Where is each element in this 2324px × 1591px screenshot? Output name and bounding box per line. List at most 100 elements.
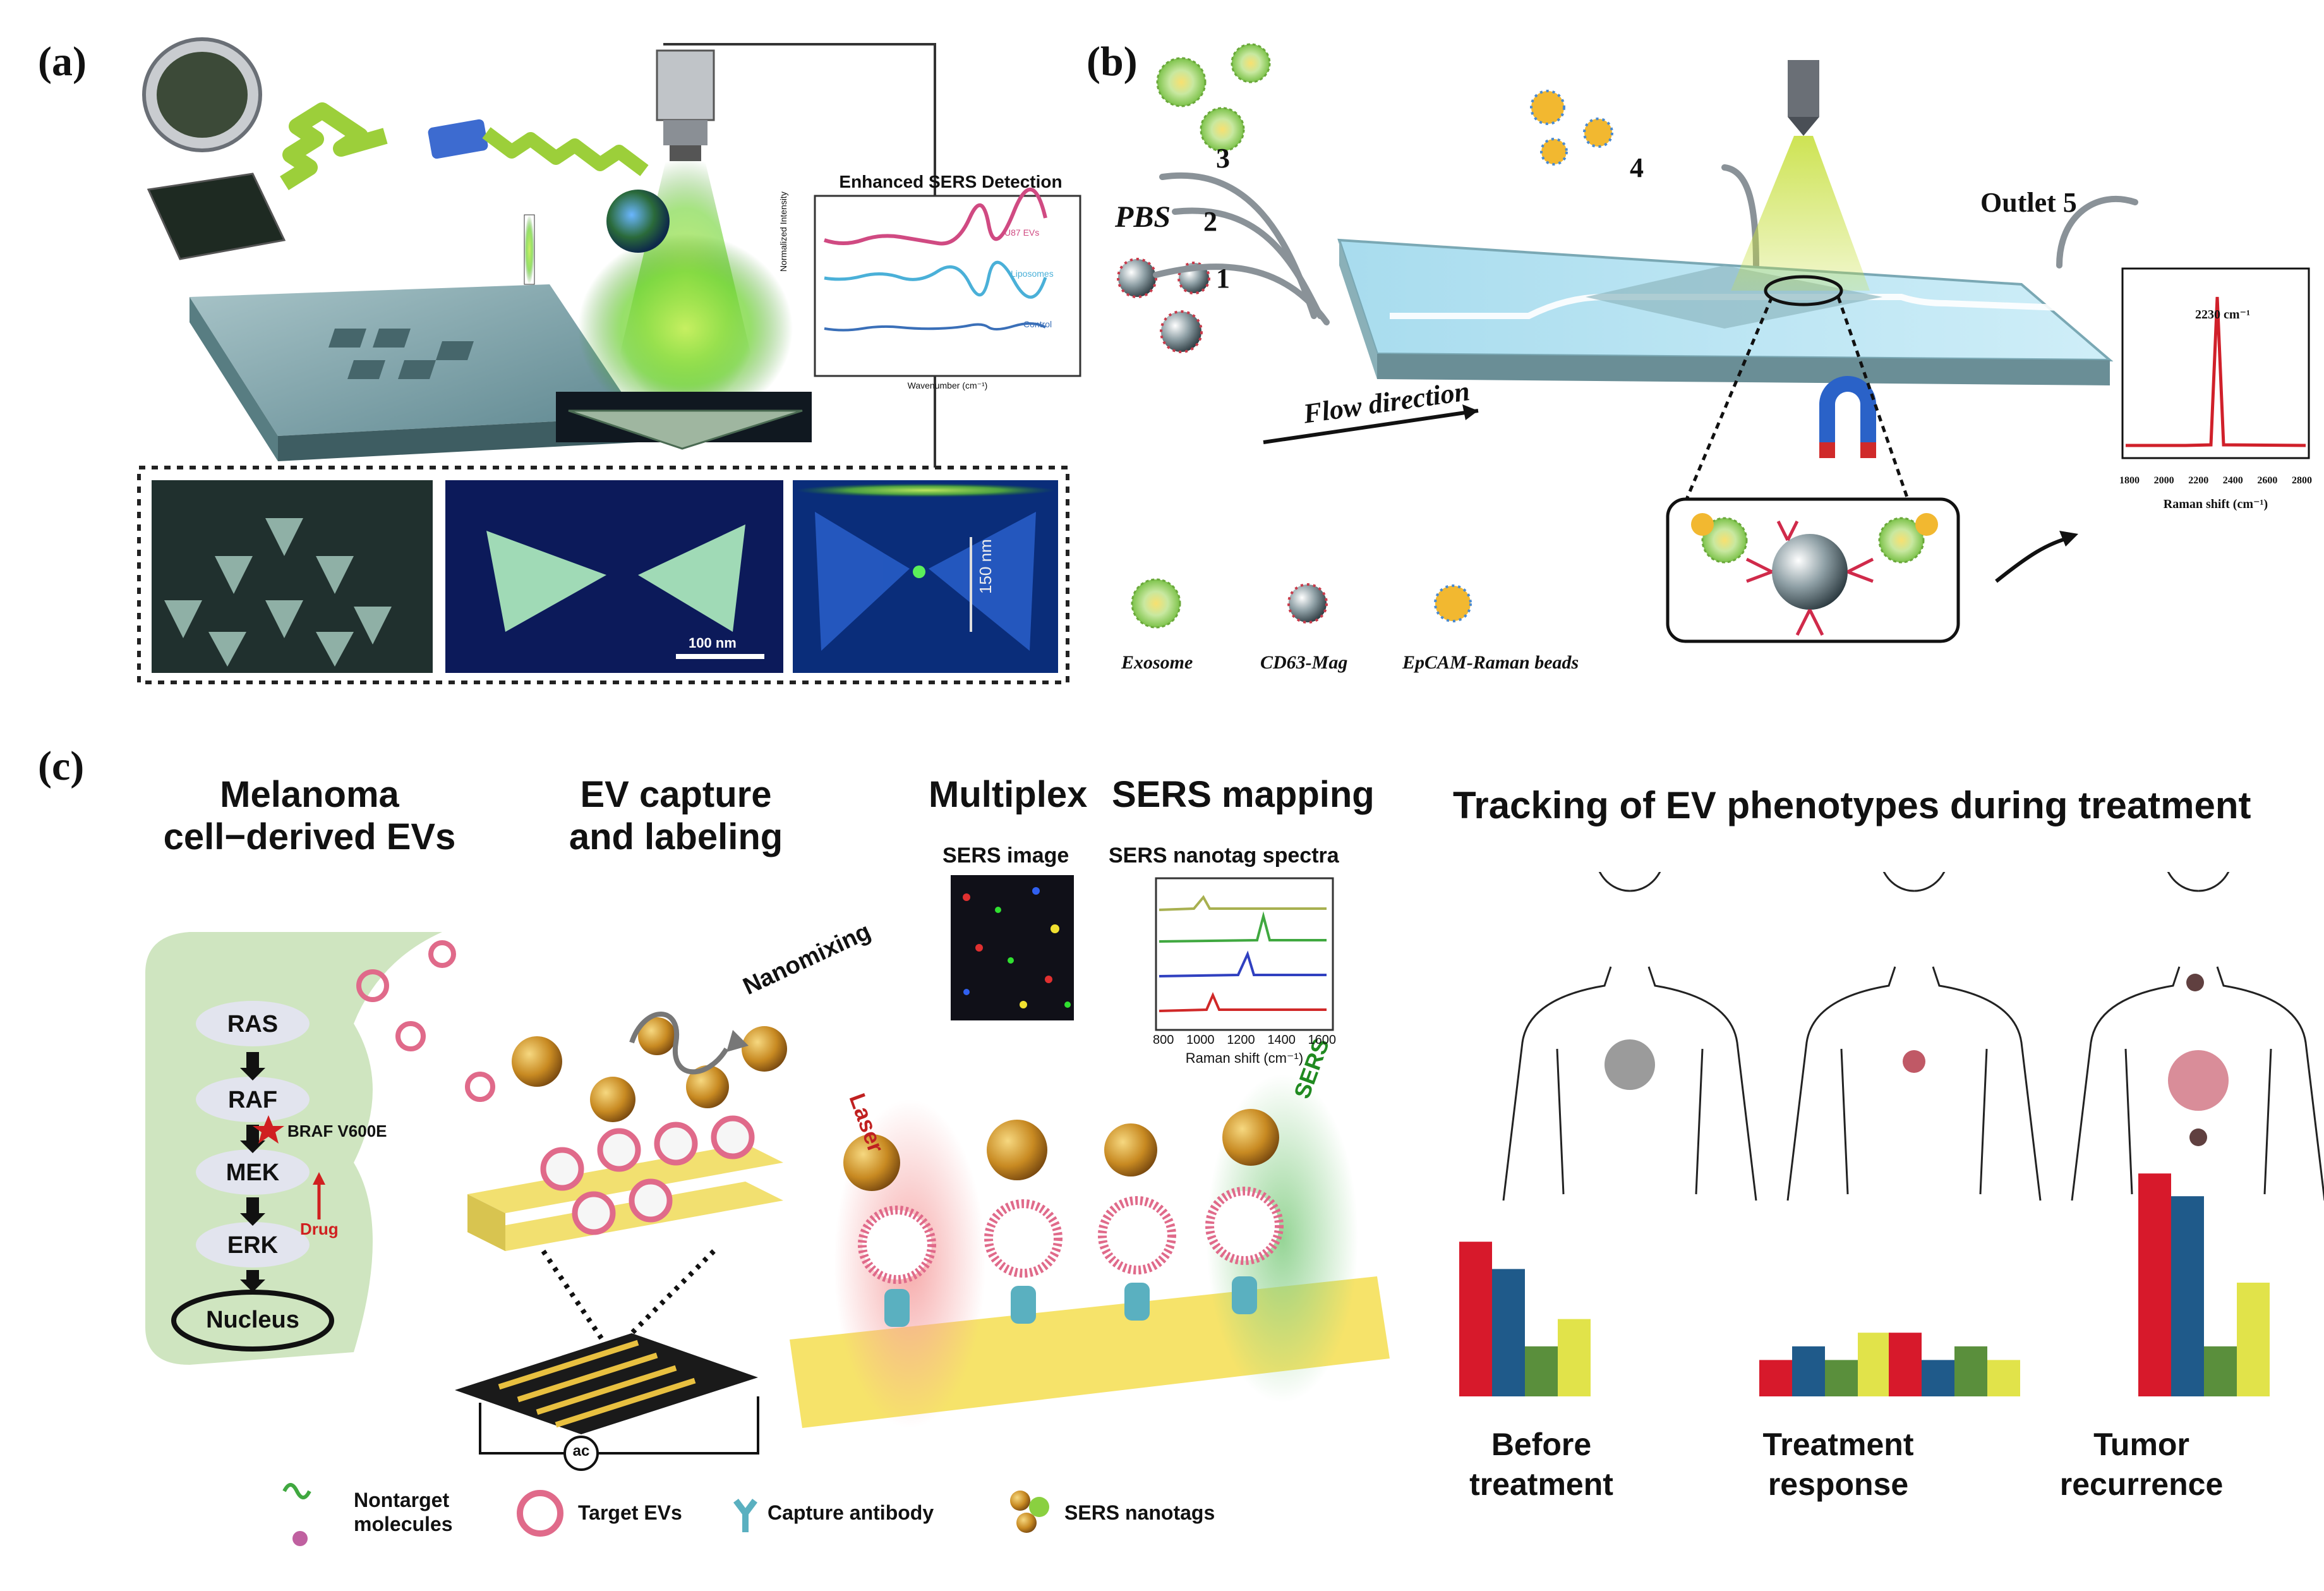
bar-3-3 xyxy=(2237,1283,2270,1396)
ac-source-icon xyxy=(563,1436,599,1471)
legend-exosome-label: Exosome xyxy=(1121,652,1193,673)
tumor-before xyxy=(1605,1039,1655,1090)
dark-chip xyxy=(147,172,286,260)
pathway-mek: MEK xyxy=(226,1159,280,1186)
inset-series-2: Liposomes xyxy=(1011,269,1054,279)
scale-bar-label: 100 nm xyxy=(689,635,737,651)
inset-spectra xyxy=(824,188,1047,332)
inset-chart-ylabel: Normalized Intensity xyxy=(778,191,788,272)
tumor-response xyxy=(1903,1050,1925,1073)
bar-1-3 xyxy=(1858,1333,1891,1396)
colorbar xyxy=(524,214,535,285)
inlet-4-label: 4 xyxy=(1630,152,1644,183)
bar-1-0 xyxy=(1759,1360,1792,1396)
phenotype-bar-chart xyxy=(1459,1173,2270,1396)
nano-triangle-right xyxy=(638,524,745,632)
body-outline-1 xyxy=(1502,872,1757,1201)
inset-series-1: U87 EVs xyxy=(1004,227,1040,238)
panel-b-letter: (b) xyxy=(1087,39,1138,85)
legend-cd63-label: CD63-Mag xyxy=(1260,652,1348,673)
serpentine-channel xyxy=(280,102,388,191)
legend-nontarget-icon xyxy=(282,1483,311,1499)
pathway-erk: ERK xyxy=(227,1232,279,1259)
sers-image-label: SERS image xyxy=(942,844,1069,868)
legend-raman-icon xyxy=(1434,584,1472,622)
melanoma-cell xyxy=(145,932,442,1365)
panel-c-letter: (c) xyxy=(38,743,85,789)
bar-3-1 xyxy=(2171,1196,2204,1396)
legend-antibody-icon xyxy=(733,1499,757,1532)
bar-2-3 xyxy=(1987,1360,2020,1396)
inlet-3-label: 3 xyxy=(1216,143,1230,174)
panel-a-letter: (a) xyxy=(38,39,87,85)
raman-spectrum-line xyxy=(2126,296,2306,447)
panel-c-illustration xyxy=(145,875,1390,1546)
bar-0-2 xyxy=(1525,1346,1558,1396)
pathway-nucleus: Nucleus xyxy=(206,1307,299,1333)
earth-particle xyxy=(606,190,670,253)
bar-3-2 xyxy=(2204,1346,2237,1396)
raman-xlabel: Raman shift (cm⁻¹) xyxy=(2163,497,2268,511)
bar-1-2 xyxy=(1825,1360,1858,1396)
pathway-raf: RAF xyxy=(227,1087,278,1113)
sers-spectra-label: SERS nanotag spectra xyxy=(1109,844,1339,868)
raman-bead-particles xyxy=(1530,90,1613,166)
mixer-array xyxy=(1586,265,1882,329)
body-outline-3 xyxy=(2071,872,2324,1201)
bar-0-3 xyxy=(1558,1319,1591,1396)
bar-1-1 xyxy=(1792,1346,1825,1396)
legend-target-ev-label: Target EVs xyxy=(578,1501,682,1524)
legend-antibody-label: Capture antibody xyxy=(768,1501,934,1524)
sers-image xyxy=(951,875,1074,1020)
pbs-label: PBS xyxy=(1115,200,1171,234)
bar-0-1 xyxy=(1492,1269,1525,1396)
legend-nanotag-label: SERS nanotags xyxy=(1064,1501,1215,1524)
tumor-recurrence xyxy=(2168,1050,2229,1111)
raman-peak-label: 2230 cm⁻¹ xyxy=(2195,308,2251,322)
inlet-1-label: 1 xyxy=(1216,263,1230,294)
bar-0-0 xyxy=(1459,1242,1492,1396)
legend-raman-label: EpCAM-Raman beads xyxy=(1402,652,1579,673)
sem-inset-frame xyxy=(137,466,1069,684)
body-outline-2 xyxy=(1786,872,2042,1201)
coin-icon xyxy=(142,37,262,152)
panel-a-illustration xyxy=(137,37,1081,684)
nano-triangle-left xyxy=(486,531,606,632)
inset-series-3: Control xyxy=(1023,319,1052,329)
tracking-illustration xyxy=(1502,872,2324,1201)
detector-probe-icon xyxy=(1788,60,1819,136)
tracking-title: Tracking of EV phenotypes during treatme… xyxy=(1453,784,2251,826)
microscope-objective-icon xyxy=(656,49,715,161)
legend-target-ev-icon xyxy=(517,1490,563,1537)
electrode-array xyxy=(455,1333,758,1434)
inset-chart-title: Enhanced SERS Detection xyxy=(839,172,1063,191)
bar-3-0 xyxy=(2138,1173,2171,1396)
magnet-icon xyxy=(1819,376,1876,458)
legend-nanotag-icon xyxy=(1010,1491,1030,1511)
legend-exosome-icon xyxy=(1131,578,1181,629)
gold-triangle xyxy=(568,409,803,450)
panel-b-illustration xyxy=(1117,43,2310,643)
inlet-2-label: 2 xyxy=(1203,206,1217,237)
sers-spectra-frame xyxy=(1155,877,1334,1031)
outlet-label: Outlet 5 xyxy=(1980,187,2077,218)
bar-2-1 xyxy=(1922,1360,1954,1396)
legend-cd63-icon xyxy=(1287,583,1328,624)
bar-2-2 xyxy=(1954,1346,1987,1396)
ac-label: ac xyxy=(572,1443,590,1460)
spectra-xlabel: Raman shift (cm⁻¹) xyxy=(1185,1050,1304,1066)
drug-label: Drug xyxy=(300,1219,339,1238)
field-map-label: 150 nm xyxy=(976,539,995,594)
excitation-beam xyxy=(1731,136,1870,291)
inset-chart-frame xyxy=(814,195,1081,377)
scale-bar xyxy=(676,654,764,659)
mutation-star-icon xyxy=(253,1115,284,1144)
pathway-ras: RAS xyxy=(227,1011,279,1037)
